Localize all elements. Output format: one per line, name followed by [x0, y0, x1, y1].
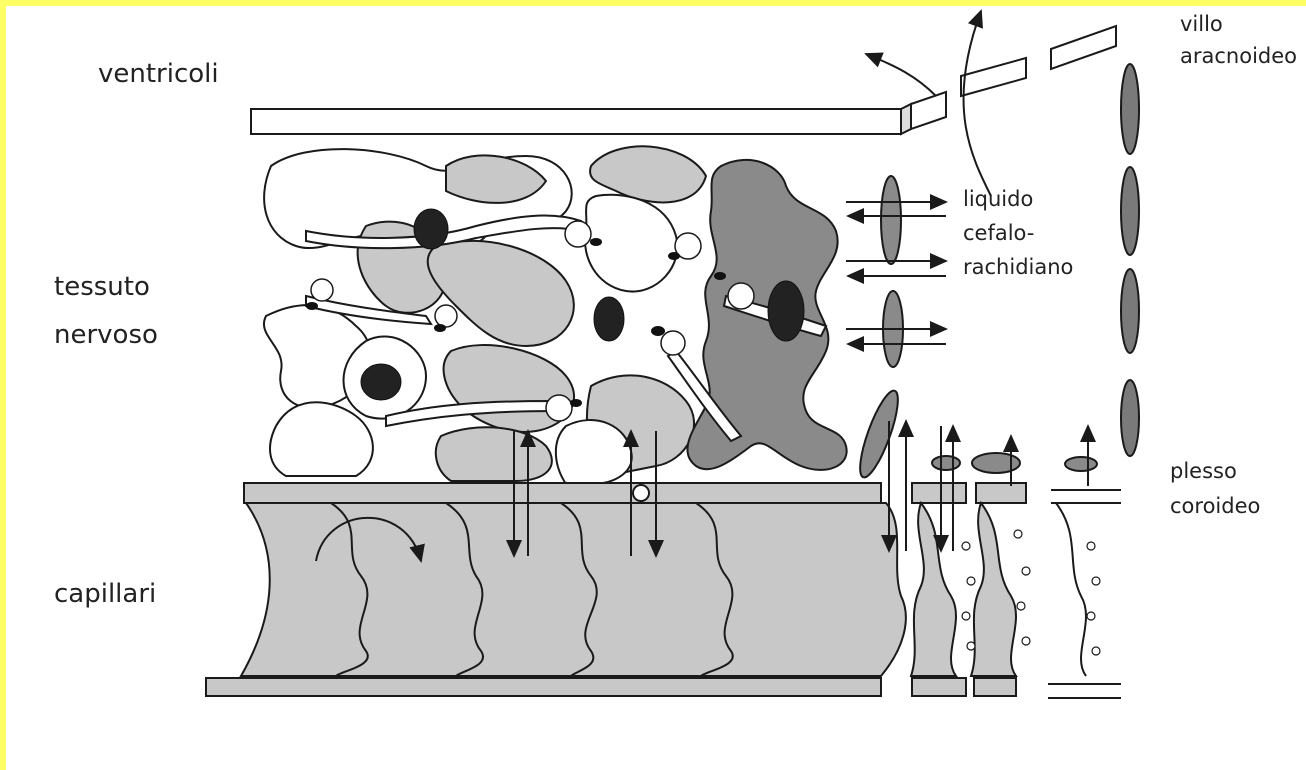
transport-vesicle: [633, 485, 649, 501]
label-plesso: plesso: [1170, 461, 1237, 482]
label-rachidiano: rachidiano: [963, 257, 1073, 278]
plexus-cells: [932, 453, 1097, 473]
ventricle-wall: [251, 26, 1116, 134]
illustration: [6, 6, 1306, 770]
label-nervoso: nervoso: [54, 322, 158, 348]
diagram-frame: ventricoli tessuto nervoso capillari vil…: [6, 6, 1306, 770]
label-liquido: liquido: [963, 189, 1033, 210]
capillary-bottom-membrane: [206, 678, 1016, 696]
choroid-plexus-epithelium: [911, 503, 1086, 676]
arachnoid-villus-cells: [1121, 64, 1139, 456]
label-tessuto: tessuto: [54, 274, 150, 300]
nervous-tissue: [264, 146, 706, 484]
label-aracnoideo: aracnoideo: [1180, 46, 1297, 67]
label-cefalo: cefalo-: [963, 223, 1034, 244]
capillary-lumen: [241, 503, 906, 676]
label-villo: villo: [1180, 14, 1223, 35]
label-coroideo: coroideo: [1170, 496, 1260, 517]
label-capillari: capillari: [54, 581, 156, 607]
label-ventricoli: ventricoli: [98, 61, 219, 87]
